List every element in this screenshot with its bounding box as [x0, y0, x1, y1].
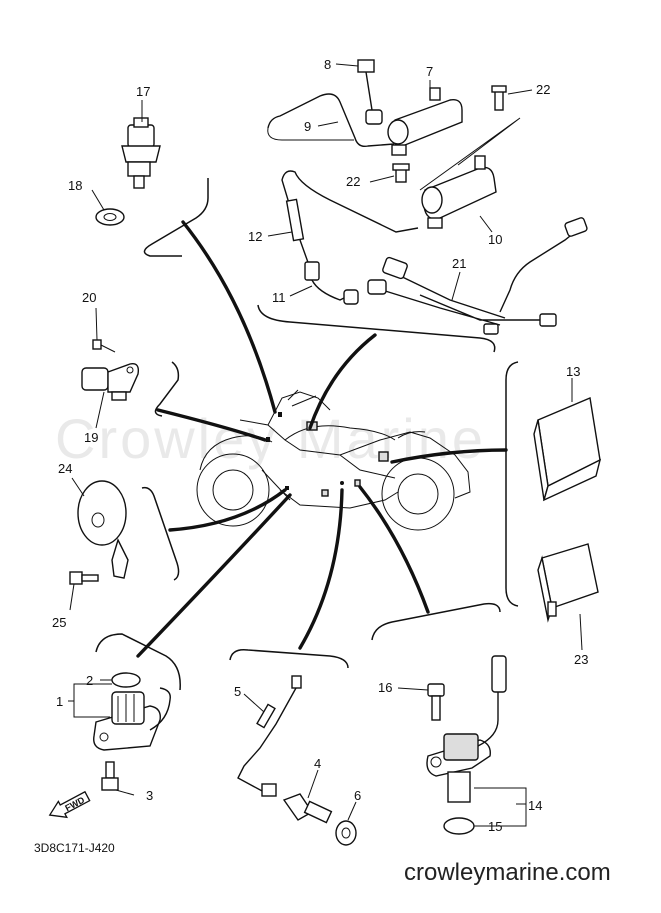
part-8-plug-cap [357, 59, 383, 125]
callout-8: 8 [324, 57, 331, 72]
part-24-horn [77, 480, 129, 579]
callout-7: 7 [426, 64, 433, 79]
callout-17: 17 [136, 84, 150, 99]
callout-12: 12 [248, 229, 262, 244]
part-19-sensor [81, 363, 140, 401]
part-20-screw [92, 339, 116, 353]
callout-13: 13 [566, 364, 580, 379]
callout-16: 16 [378, 680, 392, 695]
part-18-washer [95, 208, 125, 226]
motorcycle-outline [196, 389, 471, 531]
part-9-lead [267, 93, 395, 148]
callout-15: 15 [488, 819, 502, 834]
callout-9: 9 [304, 119, 311, 134]
callout-2: 2 [86, 673, 93, 688]
callout-20: 20 [82, 290, 96, 305]
part-13-ecu [533, 397, 602, 502]
callout-3: 3 [146, 788, 153, 803]
callout-4: 4 [314, 756, 321, 771]
callout-10: 10 [488, 232, 502, 247]
part-17-sensor [121, 117, 161, 189]
callout-leaders [68, 63, 583, 827]
part-4-sensor [261, 783, 333, 824]
part-6-gasket [335, 820, 357, 846]
callout-22-mid: 22 [346, 174, 360, 189]
drawing-code: 3D8C171-J420 [34, 841, 115, 855]
watermark-text: Crowley Marine [55, 407, 486, 470]
leader-lines [95, 178, 519, 691]
part-21-harness [367, 217, 588, 335]
callout-24: 24 [58, 461, 72, 476]
callout-numbers: 17 18 8 7 9 22 22 10 12 11 21 20 19 24 2… [52, 57, 588, 834]
part-5-lead [237, 675, 302, 793]
callout-25: 25 [52, 615, 66, 630]
part-25-bolt [69, 571, 99, 585]
callout-19: 19 [84, 430, 98, 445]
callout-11: 11 [272, 290, 286, 305]
part-1-sensor [93, 687, 171, 751]
part-7-coil [387, 87, 463, 156]
fwd-arrow-icon: FWD [48, 790, 91, 819]
part-15-o-ring [443, 817, 475, 835]
part-10-coil [421, 155, 497, 229]
part-14-sensor [426, 655, 507, 803]
callout-22-top: 22 [536, 82, 550, 97]
callout-21: 21 [452, 256, 466, 271]
part-16-bolt [427, 683, 445, 721]
callout-5: 5 [234, 684, 241, 699]
part-2-o-ring [111, 672, 141, 688]
part-23-relay [537, 543, 599, 623]
part-22-bolt [392, 85, 507, 183]
part-11-plug-cap [304, 261, 359, 305]
footer-site-text: crowleymarine.com [404, 859, 611, 886]
callout-14: 14 [528, 798, 542, 813]
callout-6: 6 [354, 788, 361, 803]
callout-1: 1 [56, 694, 63, 709]
part-12-high-tension-lead [281, 170, 419, 269]
part-3-bolt [101, 761, 119, 791]
callout-18: 18 [68, 178, 82, 193]
callout-23: 23 [574, 652, 588, 667]
